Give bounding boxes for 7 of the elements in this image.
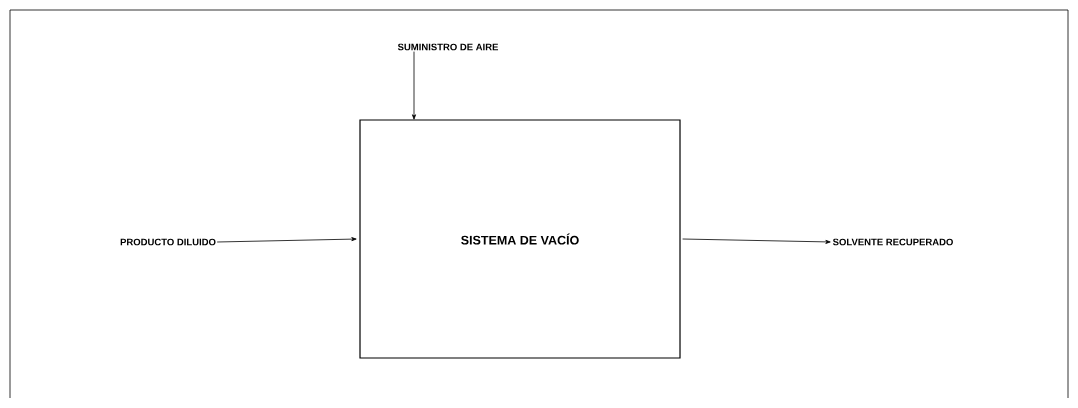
- arrow: [682, 238, 831, 244]
- arrow: [216, 237, 357, 243]
- stream-label: PRODUCTO DILUIDO: [120, 238, 216, 246]
- arrow: [412, 51, 416, 120]
- process-box: SISTEMA DE VACÍO: [359, 119, 681, 359]
- stream-label: SOLVENTE RECUPERADO: [832, 238, 953, 246]
- stream-label: SUMINISTRO DE AIRE: [397, 43, 499, 51]
